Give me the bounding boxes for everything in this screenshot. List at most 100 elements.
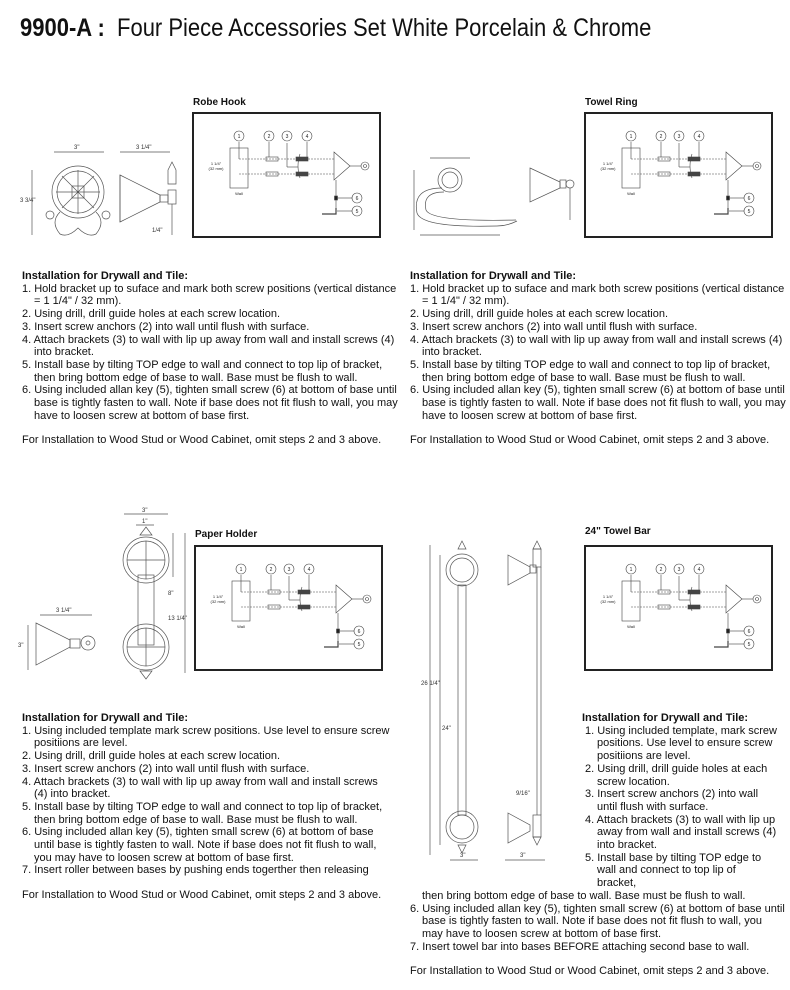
step: 6. Using included allan key (5), tighten… — [410, 902, 785, 940]
step: 2. Using drill, drill guide holes at eac… — [22, 750, 281, 763]
towel-bar-install-diagram: 1 2 3 4 6 5 1 1/4" (32 mm) Wall — [584, 545, 773, 671]
step: 1. Using included template mark screw po… — [22, 724, 390, 750]
part-number-2: 2 — [268, 134, 271, 140]
spacing-mm-label: (32 mm) — [601, 599, 617, 604]
paper-holder-instructions: Installation for Drywall and Tile: 1. Us… — [22, 712, 392, 902]
dim-label: 3" — [142, 508, 147, 514]
dim-label: 24" — [442, 726, 451, 732]
part-number-4: 4 — [698, 567, 701, 573]
step: 6. Using included allan key (5), tighten… — [22, 384, 398, 422]
dim-label: 3" — [520, 853, 525, 859]
dim-label: 13 1/4" — [168, 616, 187, 622]
page-title: 9900-A : Four Piece Accessories Set Whit… — [20, 14, 651, 43]
step: 2. Using drill, drill guide holes at eac… — [22, 308, 281, 321]
spacing-label: 1 1/4" — [603, 161, 614, 166]
part-number-2: 2 — [660, 567, 663, 573]
wall-label: Wall — [627, 624, 635, 629]
spacing-label: 1 1/4" — [211, 161, 222, 166]
step: 4. Attach brackets (3) to wall with lip … — [410, 333, 783, 359]
step: 4. Attach brackets (3) to wall with lip … — [22, 333, 395, 359]
step: 5. Install base by tilting TOP edge to w… — [410, 358, 771, 384]
part-number-1: 1 — [630, 134, 633, 140]
part-number-5: 5 — [748, 642, 751, 648]
dim-label: 3 1/4" — [56, 608, 71, 614]
towel-ring-title: Towel Ring — [585, 97, 638, 108]
step: 5. Install base by tilting TOP edge to w… — [585, 851, 762, 890]
part-number-3: 3 — [286, 134, 289, 140]
wall-label: Wall — [237, 624, 245, 629]
dim-label: 3 1/4" — [136, 145, 151, 151]
part-number-4: 4 — [308, 567, 311, 573]
spacing-mm-label: (32 mm) — [209, 166, 225, 171]
step: 3. Insert screw anchors (2) into wall un… — [22, 320, 310, 333]
robe-hook-title: Robe Hook — [193, 97, 246, 108]
step: 5. Install base by tilting TOP edge to w… — [22, 800, 383, 826]
towel-bar-instructions-narrow: Installation for Drywall and Tile: 1. Us… — [582, 712, 777, 890]
part-number-3: 3 — [678, 567, 681, 573]
spacing-label: 1 1/4" — [213, 594, 224, 599]
step: 2. Using drill, drill guide holes at eac… — [410, 308, 669, 321]
part-number-5: 5 — [356, 209, 359, 215]
step: 1. Hold bracket up to suface and mark bo… — [410, 282, 785, 308]
wood-stud-note: For Installation to Wood Stud or Wood Ca… — [410, 965, 770, 978]
part-number-6: 6 — [356, 196, 359, 202]
instructions-heading: Installation for Drywall and Tile: — [582, 712, 749, 724]
part-number-2: 2 — [660, 134, 663, 140]
part-number-2: 2 — [270, 567, 273, 573]
robe-hook-instructions: Installation for Drywall and Tile: 1. Ho… — [22, 270, 402, 447]
model-number: 9900-A : — [20, 14, 105, 42]
paper-holder-drawing: 3" 1" 8" 13 1/4" 3 1/4" 3" — [18, 508, 187, 680]
dim-label: 1/4" — [152, 228, 162, 234]
part-number-6: 6 — [748, 196, 751, 202]
part-number-4: 4 — [306, 134, 309, 140]
towel-ring-drawing — [413, 157, 575, 236]
dim-label: 26 1/4" — [421, 681, 440, 687]
part-number-6: 6 — [358, 629, 361, 635]
towel-bar-title: 24" Towel Bar — [585, 526, 651, 537]
step: 5. Install base by tilting TOP edge to w… — [22, 358, 383, 384]
instructions-heading: Installation for Drywall and Tile: — [22, 270, 189, 282]
step: 6. Using included allan key (5), tighten… — [410, 384, 786, 422]
part-number-4: 4 — [698, 134, 701, 140]
spacing-label: 1 1/4" — [603, 594, 614, 599]
paper-holder-title: Paper Holder — [195, 529, 258, 540]
step: 1. Hold bracket up to suface and mark bo… — [22, 282, 397, 308]
part-number-3: 3 — [288, 567, 291, 573]
robe-hook-install-diagram: 1 2 3 4 6 5 1 1/4" (32 mm) Wall — [192, 112, 381, 238]
dim-label: 8" — [168, 591, 173, 597]
product-title: Four Piece Accessories Set White Porcela… — [117, 14, 652, 42]
step: 3. Insert screw anchors (2) into wall un… — [22, 762, 310, 775]
dim-label: 3 3/4" — [20, 198, 35, 204]
step-continuation: then bring bottom edge of base to wall. … — [422, 889, 746, 902]
instructions-heading: Installation for Drywall and Tile: — [22, 712, 189, 724]
wood-stud-note: For Installation to Wood Stud or Wood Ca… — [22, 434, 382, 447]
towel-ring-instructions: Installation for Drywall and Tile: 1. Ho… — [410, 270, 790, 447]
spacing-mm-label: (32 mm) — [601, 166, 617, 171]
wall-label: Wall — [235, 191, 243, 196]
step: 1. Using included template, mark screw p… — [585, 724, 777, 763]
part-number-5: 5 — [748, 209, 751, 215]
towel-bar-drawing: 26 1/4" 24" 3" 3" 9/16" — [421, 540, 545, 861]
dim-label: 9/16" — [516, 791, 530, 797]
step: 6. Using included allan key (5), tighten… — [22, 826, 377, 864]
dim-label: 1" — [142, 519, 147, 525]
paper-holder-install-diagram: 1 2 3 4 6 5 1 1/4" (32 mm) Wall — [194, 545, 383, 671]
step: 4. Attach brackets (3) to wall with lip … — [585, 813, 777, 852]
part-number-1: 1 — [240, 567, 243, 573]
towel-ring-install-diagram: 1 2 3 4 6 5 1 1/4" (32 mm) Wall — [584, 112, 773, 238]
step: 7. Insert towel bar into bases BEFORE at… — [410, 940, 750, 953]
wood-stud-note: For Installation to Wood Stud or Wood Ca… — [22, 889, 382, 902]
part-number-6: 6 — [748, 629, 751, 635]
wood-stud-note: For Installation to Wood Stud or Wood Ca… — [410, 434, 770, 447]
instructions-heading: Installation for Drywall and Tile: — [410, 270, 577, 282]
dim-label: 3" — [460, 853, 465, 859]
step: 3. Insert screw anchors (2) into wall un… — [410, 320, 698, 333]
robe-hook-drawing: 3" 3 3/4" 3 1/4" 1/4" — [20, 145, 177, 236]
step: 4. Attach brackets (3) to wall with lip … — [22, 775, 378, 801]
step: 7. Insert roller between bases by pushin… — [22, 864, 369, 877]
step: 3. Insert screw anchors (2) into wall un… — [585, 788, 759, 813]
spacing-mm-label: (32 mm) — [211, 599, 227, 604]
part-number-5: 5 — [358, 642, 361, 648]
towel-bar-instructions: Installation for Drywall and Tile: 1. Us… — [410, 712, 785, 978]
part-number-1: 1 — [630, 567, 633, 573]
